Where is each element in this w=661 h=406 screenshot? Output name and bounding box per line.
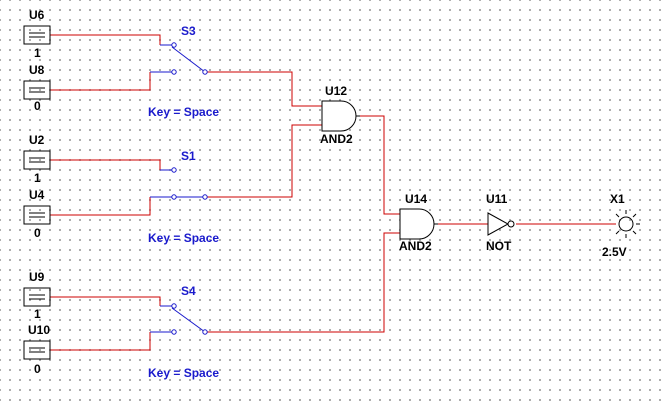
wire-u2-s1: [50, 159, 161, 170]
source-u4-name: U4: [29, 188, 45, 202]
wire-u8-s3: [50, 72, 151, 91]
source-u10[interactable]: U10 0: [23, 323, 51, 376]
gate-u11-name: U11: [486, 192, 508, 206]
gate-u14-name: U14: [405, 192, 427, 206]
source-u4[interactable]: U4 0: [23, 188, 51, 240]
switch-s1[interactable]: S1 Key = Space: [148, 149, 219, 245]
source-u4-value: 0: [34, 226, 41, 240]
switch-s4-name: S4: [181, 284, 196, 298]
wires: [50, 34, 616, 351]
gate-u11[interactable]: U11 NOT: [486, 192, 515, 253]
source-u10-name: U10: [28, 323, 50, 337]
switch-s1-name: S1: [181, 149, 196, 163]
source-u9-name: U9: [29, 270, 45, 284]
source-u8-name: U8: [29, 63, 45, 77]
switch-s3[interactable]: S3 Key = Space: [148, 24, 219, 119]
gate-u12-type: AND2: [320, 132, 353, 146]
wire-u10-s4: [50, 332, 151, 351]
probe-name: X1: [610, 192, 625, 206]
source-u6-value: 1: [34, 46, 41, 60]
probe-x1[interactable]: X1 2.5V: [602, 192, 640, 259]
source-u8-value: 0: [34, 99, 41, 113]
gate-u12-name: U12: [325, 84, 347, 98]
wire-s4-u14: [207, 232, 400, 333]
source-u9-value: 1: [34, 307, 41, 321]
source-u6-name: U6: [29, 8, 45, 22]
source-u2-value: 1: [34, 171, 41, 185]
switch-s3-key: Key = Space: [148, 105, 219, 119]
gate-u14[interactable]: U14 AND2: [399, 192, 438, 253]
source-u2[interactable]: U2 1: [23, 133, 51, 185]
wire-u4-s1: [50, 197, 151, 216]
gate-u14-type: AND2: [399, 239, 432, 253]
wire-s3-u12: [207, 71, 322, 107]
source-u2-name: U2: [29, 133, 45, 147]
wire-u9-s4: [50, 296, 161, 306]
source-u10-value: 0: [34, 362, 41, 376]
gate-u11-type: NOT: [486, 239, 512, 253]
source-u9[interactable]: U9 1: [23, 270, 51, 321]
wire-u12-u14: [360, 115, 400, 215]
switch-s4[interactable]: S4 Key = Space: [148, 284, 219, 380]
wire-s1-u12: [207, 124, 322, 198]
switch-s1-key: Key = Space: [148, 231, 219, 245]
source-u6[interactable]: U6 1: [23, 8, 51, 60]
switch-s3-name: S3: [181, 24, 196, 38]
probe-voltage: 2.5V: [602, 245, 627, 259]
switch-s4-key: Key = Space: [148, 366, 219, 380]
wire-u6-s3: [50, 34, 161, 45]
gate-u12[interactable]: U12 AND2: [320, 84, 360, 146]
source-u8[interactable]: U8 0: [23, 63, 51, 113]
